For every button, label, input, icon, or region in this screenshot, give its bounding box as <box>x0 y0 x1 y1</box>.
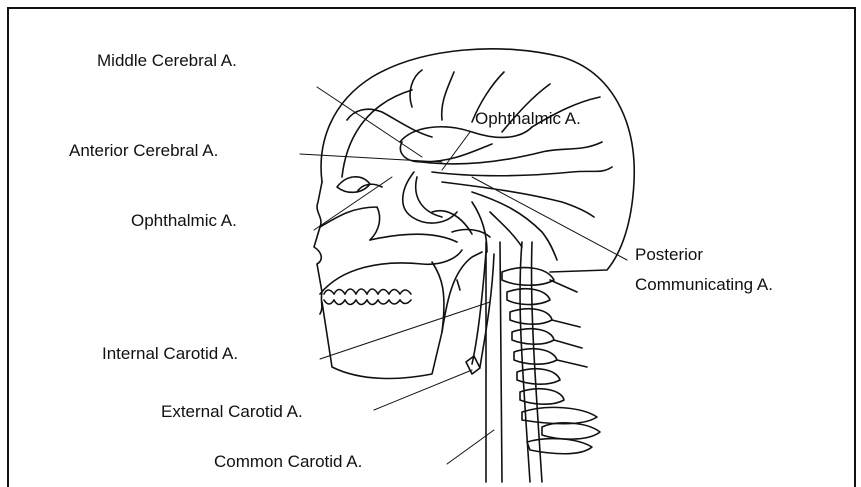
label-posterior-communicating-line1: Posterior <box>635 245 703 265</box>
label-middle-cerebral: Middle Cerebral A. <box>97 51 237 71</box>
leader-lines <box>300 87 627 464</box>
maxilla <box>320 250 462 294</box>
mandible <box>322 252 482 378</box>
nasal-area <box>320 207 380 240</box>
label-anterior-cerebral: Anterior Cerebral A. <box>69 141 218 161</box>
upper-teeth <box>324 289 411 294</box>
label-posterior-communicating-line2: Communicating A. <box>635 275 773 295</box>
label-ophthalmic-top: Ophthalmic A. <box>475 109 581 129</box>
mandible-ramus <box>432 262 444 332</box>
label-common-carotid: Common Carotid A. <box>214 452 362 472</box>
cervical-spine <box>502 268 600 454</box>
label-internal-carotid: Internal Carotid A. <box>102 344 238 364</box>
diagram-frame: Middle Cerebral A. Anterior Cerebral A. … <box>7 7 856 487</box>
head-vasculature-illustration <box>9 9 856 487</box>
skull-inner-line <box>342 90 412 177</box>
ear-mark <box>457 280 460 290</box>
label-external-carotid: External Carotid A. <box>161 402 303 422</box>
label-ophthalmic-left: Ophthalmic A. <box>131 211 237 231</box>
cheek-bone <box>370 234 457 242</box>
lower-teeth <box>324 300 411 305</box>
